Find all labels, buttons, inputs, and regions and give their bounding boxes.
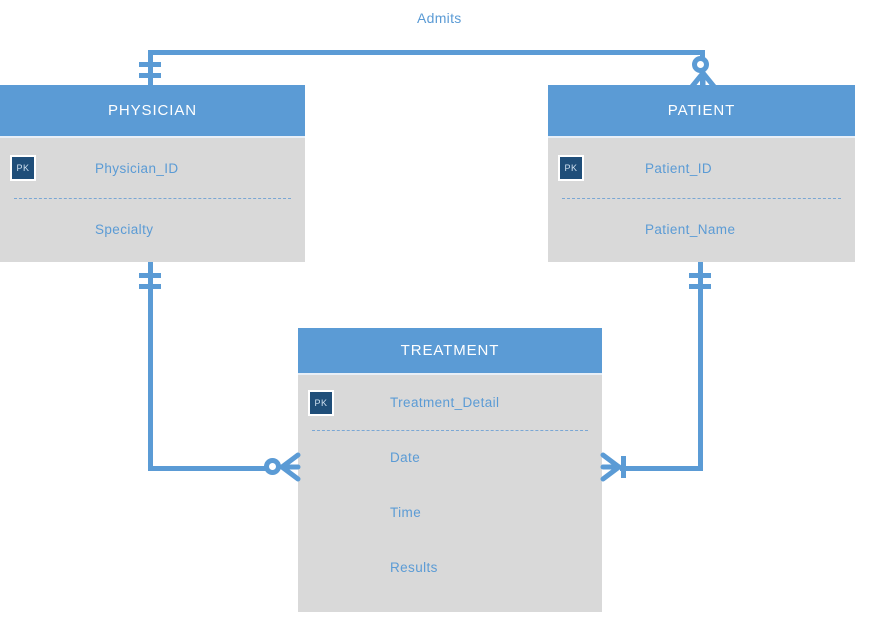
entity-treatment-attributes: PK Treatment_Detail Date Time Results [298,375,602,612]
attribute-label: Results [390,560,438,575]
attribute-label: Physician_ID [95,160,179,176]
admits-connector-vertical-physician[interactable] [148,50,153,88]
patient-treatment-vertical[interactable] [698,262,703,471]
pk-divider [562,198,841,199]
pk-badge: PK [10,155,36,181]
entity-treatment[interactable]: TREATMENT PK Treatment_Detail Date Time … [298,328,602,612]
attribute-row[interactable]: PK Physician_ID [0,138,305,198]
cardinality-one-and-only-one-physician-treatment [139,273,163,295]
entity-patient-attributes: PK Patient_ID Patient_Name [548,138,855,260]
attribute-label: Patient_ID [645,160,713,176]
attribute-row[interactable]: PK Patient_ID [548,138,855,198]
physician-treatment-vertical[interactable] [148,262,153,471]
pk-divider [14,198,291,199]
cardinality-zero-or-many-treatment-left [264,452,301,482]
physician-treatment-horizontal[interactable] [148,466,273,471]
attribute-label: Time [390,505,422,520]
entity-physician[interactable]: PHYSICIAN PK Physician_ID Specialty [0,85,305,262]
attribute-row[interactable]: Date [298,430,602,485]
attribute-row[interactable]: Patient_Name [548,198,855,260]
attribute-label: Date [390,450,421,465]
entity-physician-attributes: PK Physician_ID Specialty [0,138,305,260]
attribute-row[interactable]: Specialty [0,198,305,260]
cardinality-one-and-only-one-physician-admits [139,62,163,84]
pk-badge: PK [558,155,584,181]
attribute-label: Treatment_Detail [390,395,500,410]
attribute-label: Specialty [95,221,154,237]
cardinality-zero-or-many-patient-admits [686,56,720,91]
relationship-label-admits: Admits [417,10,462,26]
cardinality-one-or-many-treatment-right [600,452,634,482]
patient-treatment-horizontal[interactable] [620,466,703,471]
pk-badge: PK [308,389,334,416]
attribute-row[interactable]: PK Treatment_Detail [298,375,602,430]
admits-connector-horizontal[interactable] [148,50,705,55]
attribute-row[interactable]: Results [298,540,602,595]
attribute-row[interactable]: Time [298,485,602,540]
entity-patient-title: PATIENT [548,85,855,138]
cardinality-one-and-only-one-patient-treatment [689,273,713,295]
entity-physician-title: PHYSICIAN [0,85,305,138]
attribute-label: Patient_Name [645,221,736,237]
entity-treatment-title: TREATMENT [298,328,602,375]
pk-divider [312,430,588,431]
entity-patient[interactable]: PATIENT PK Patient_ID Patient_Name [548,85,855,262]
